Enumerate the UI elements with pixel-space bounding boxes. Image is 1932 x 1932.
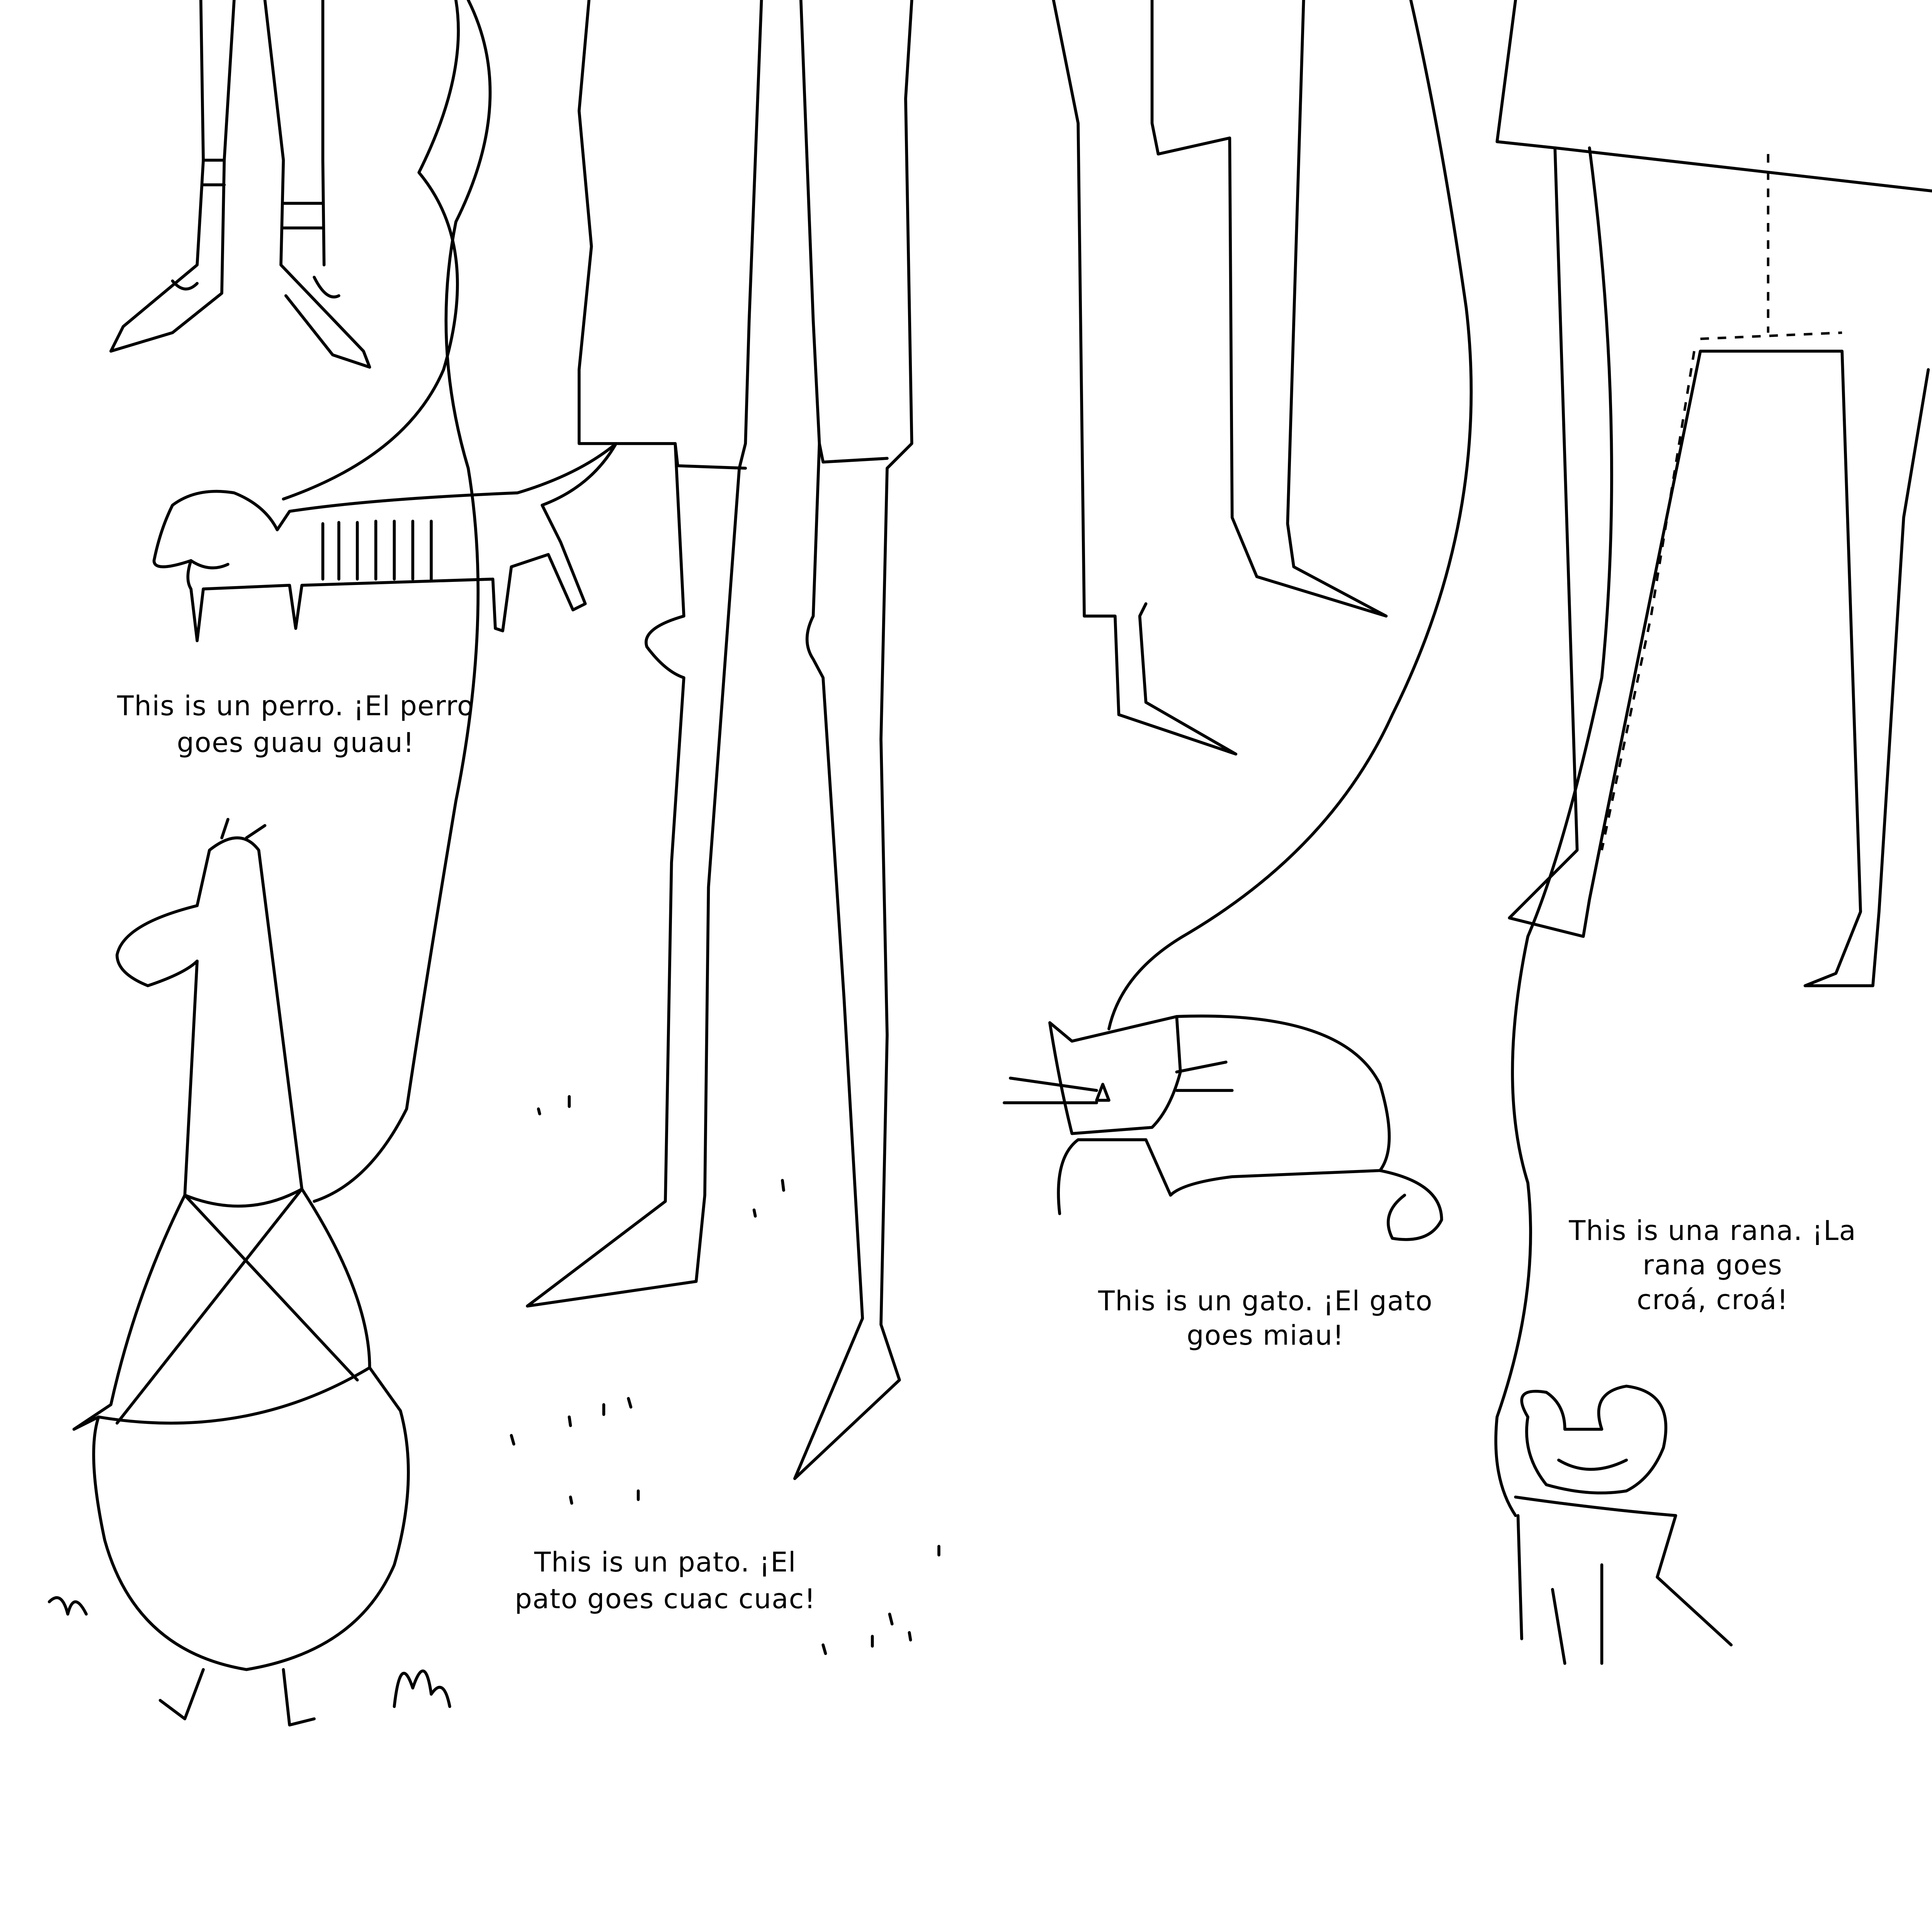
frog-leash <box>1494 146 1613 1517</box>
caption-rana: This is una rana. ¡La rana goes croá, cr… <box>1528 1214 1898 1317</box>
caption-perro-line-1: This is un perro. ¡El perro <box>117 690 474 722</box>
dog-drawing <box>152 442 618 642</box>
duck-drawing <box>48 818 451 1727</box>
caption-gato-line-1: This is un gato. ¡El gato <box>1098 1285 1433 1317</box>
caption-rana-line-1: This is una rana. ¡La <box>1569 1215 1857 1247</box>
caption-rana-line-3: croá, croá! <box>1636 1284 1789 1316</box>
caption-gato: This is un gato. ¡El gato goes miau! <box>1056 1284 1475 1353</box>
caption-pato: This is un pato. ¡El pato goes cuac cuac… <box>481 1544 850 1618</box>
caption-perro-line-2: goes guau guau! <box>177 727 415 759</box>
cat-drawing <box>1003 1014 1443 1241</box>
frog-drawing <box>1514 1384 1733 1665</box>
illustration-page: This is un perro. ¡El perro goes guau gu… <box>48 0 1932 1727</box>
person-long-legs <box>526 0 913 1480</box>
caption-rana-line-2: rana goes <box>1643 1249 1783 1281</box>
caption-perro: This is un perro. ¡El perro goes guau gu… <box>111 688 481 762</box>
person-bent-legs <box>1052 0 1388 756</box>
person-right-legs <box>1495 0 1932 987</box>
caption-pato-line-1: This is un pato. ¡El <box>534 1546 796 1578</box>
caption-pato-line-2: pato goes cuac cuac! <box>515 1583 816 1615</box>
grass-ticks <box>510 1095 940 1655</box>
dog-leash <box>282 0 492 1203</box>
line-art-illustration <box>48 0 1932 1727</box>
caption-gato-line-2: goes miau! <box>1187 1319 1344 1351</box>
cat-leash <box>1107 0 1473 1031</box>
person-legs-socks <box>109 0 371 369</box>
